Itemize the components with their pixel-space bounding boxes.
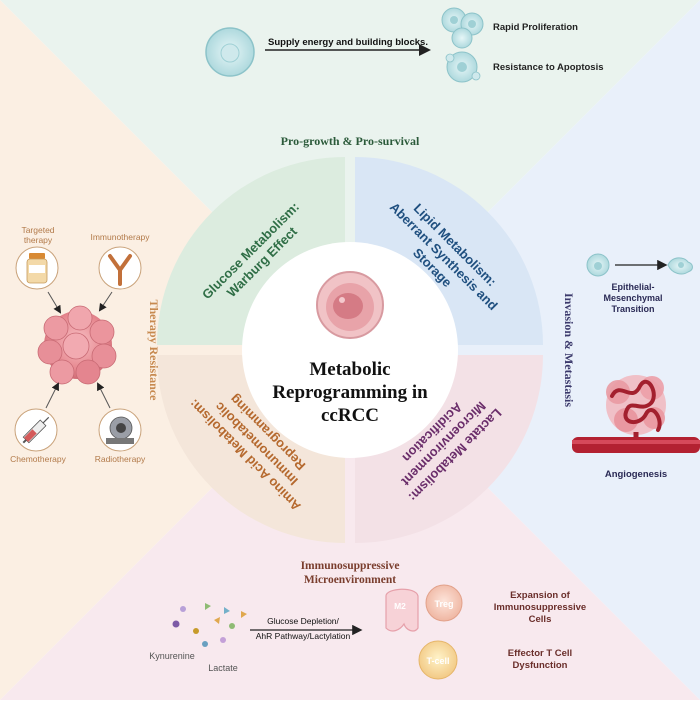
rapid-proliferation-label: Rapid Proliferation [493, 22, 578, 33]
immunosuppressive-title-line2: Microenvironment [304, 574, 396, 586]
emt-label-line2: Mesenchymal [603, 293, 662, 303]
bottom-region-background [0, 350, 700, 700]
dysfunction-label-line1: Effector T Cell [508, 648, 572, 659]
radiotherapy-arrow [97, 382, 111, 409]
radiotherapy-label: Radiotherapy [95, 454, 146, 464]
immunotherapy-label: Immunotherapy [90, 232, 150, 242]
depletion-arrow-label-line2: AhR Pathway/Lactylation [256, 631, 351, 641]
treg-cell-icon: Treg [425, 584, 463, 622]
antibody-icon [98, 246, 142, 290]
immunosuppressive-title-line1: Immunosuppressive [301, 560, 400, 572]
depletion-arrow-label-line1: Glucose Depletion/ [267, 616, 339, 626]
targeted-therapy-label-line2: therapy [24, 235, 53, 245]
m2-label: M2 [394, 601, 406, 611]
targeted-therapy-label-line1: Targeted [21, 225, 54, 235]
radiotherapy-machine-icon [98, 408, 142, 452]
t-cell-label: T-cell [426, 656, 449, 666]
proliferating-cells-icon [441, 7, 484, 49]
center-title-line3: ccRCC [321, 405, 379, 426]
center-title-line2: Reprogramming in [272, 382, 428, 403]
pill-bottle-icon [15, 246, 59, 290]
targeted-therapy-arrow [47, 291, 62, 314]
chemotherapy-label: Chemotherapy [10, 454, 67, 464]
m2-macrophage-icon: M2 [385, 588, 419, 632]
kynurenine-label: Kynurenine [149, 651, 195, 661]
angiogenesis-label: Angiogenesis [605, 469, 667, 480]
left-region-background [0, 0, 350, 700]
metabolite-particles-icon [172, 603, 247, 647]
center-circle [242, 242, 458, 458]
right-region-background [350, 0, 700, 700]
top-region-background [0, 0, 700, 350]
pro-growth-title: Pro-growth & Pro-survival [281, 134, 420, 148]
apoptosis-resistant-cell-icon [445, 51, 481, 83]
therapy-resistance-title: Therapy Resistance [147, 300, 161, 402]
mesenchymal-cell-icon [667, 257, 693, 275]
emt-label-line1: Epithelial- [611, 282, 654, 292]
tumor-mass-icon [37, 305, 117, 385]
emt-label-line3: Transition [611, 304, 654, 314]
treg-label: Treg [434, 599, 453, 609]
chemotherapy-arrow [45, 382, 59, 409]
supply-arrow-label: Supply energy and building blocks. [268, 37, 428, 48]
angiogenesis-icon [572, 375, 700, 453]
invasion-metastasis-title: Invasion & Metastasis [562, 293, 576, 407]
dysfunction-label-line2: Dysfunction [513, 660, 568, 671]
immunotherapy-arrow [98, 291, 113, 312]
source-cell-icon [205, 27, 255, 77]
center-title-line1: Metabolic [309, 359, 390, 380]
center-tumor-cell-icon [316, 271, 384, 339]
syringe-icon [14, 408, 58, 452]
expansion-label-line2: Immunosuppressive [494, 602, 586, 613]
t-cell-icon: T-cell [418, 640, 458, 680]
expansion-label-line1: Expansion of [510, 590, 570, 601]
apoptosis-resistance-label: Resistance to Apoptosis [493, 62, 604, 73]
lactate-metabolite-label: Lactate [208, 663, 238, 673]
epithelial-cell-icon [586, 253, 610, 277]
expansion-label-line3: Cells [529, 614, 552, 625]
